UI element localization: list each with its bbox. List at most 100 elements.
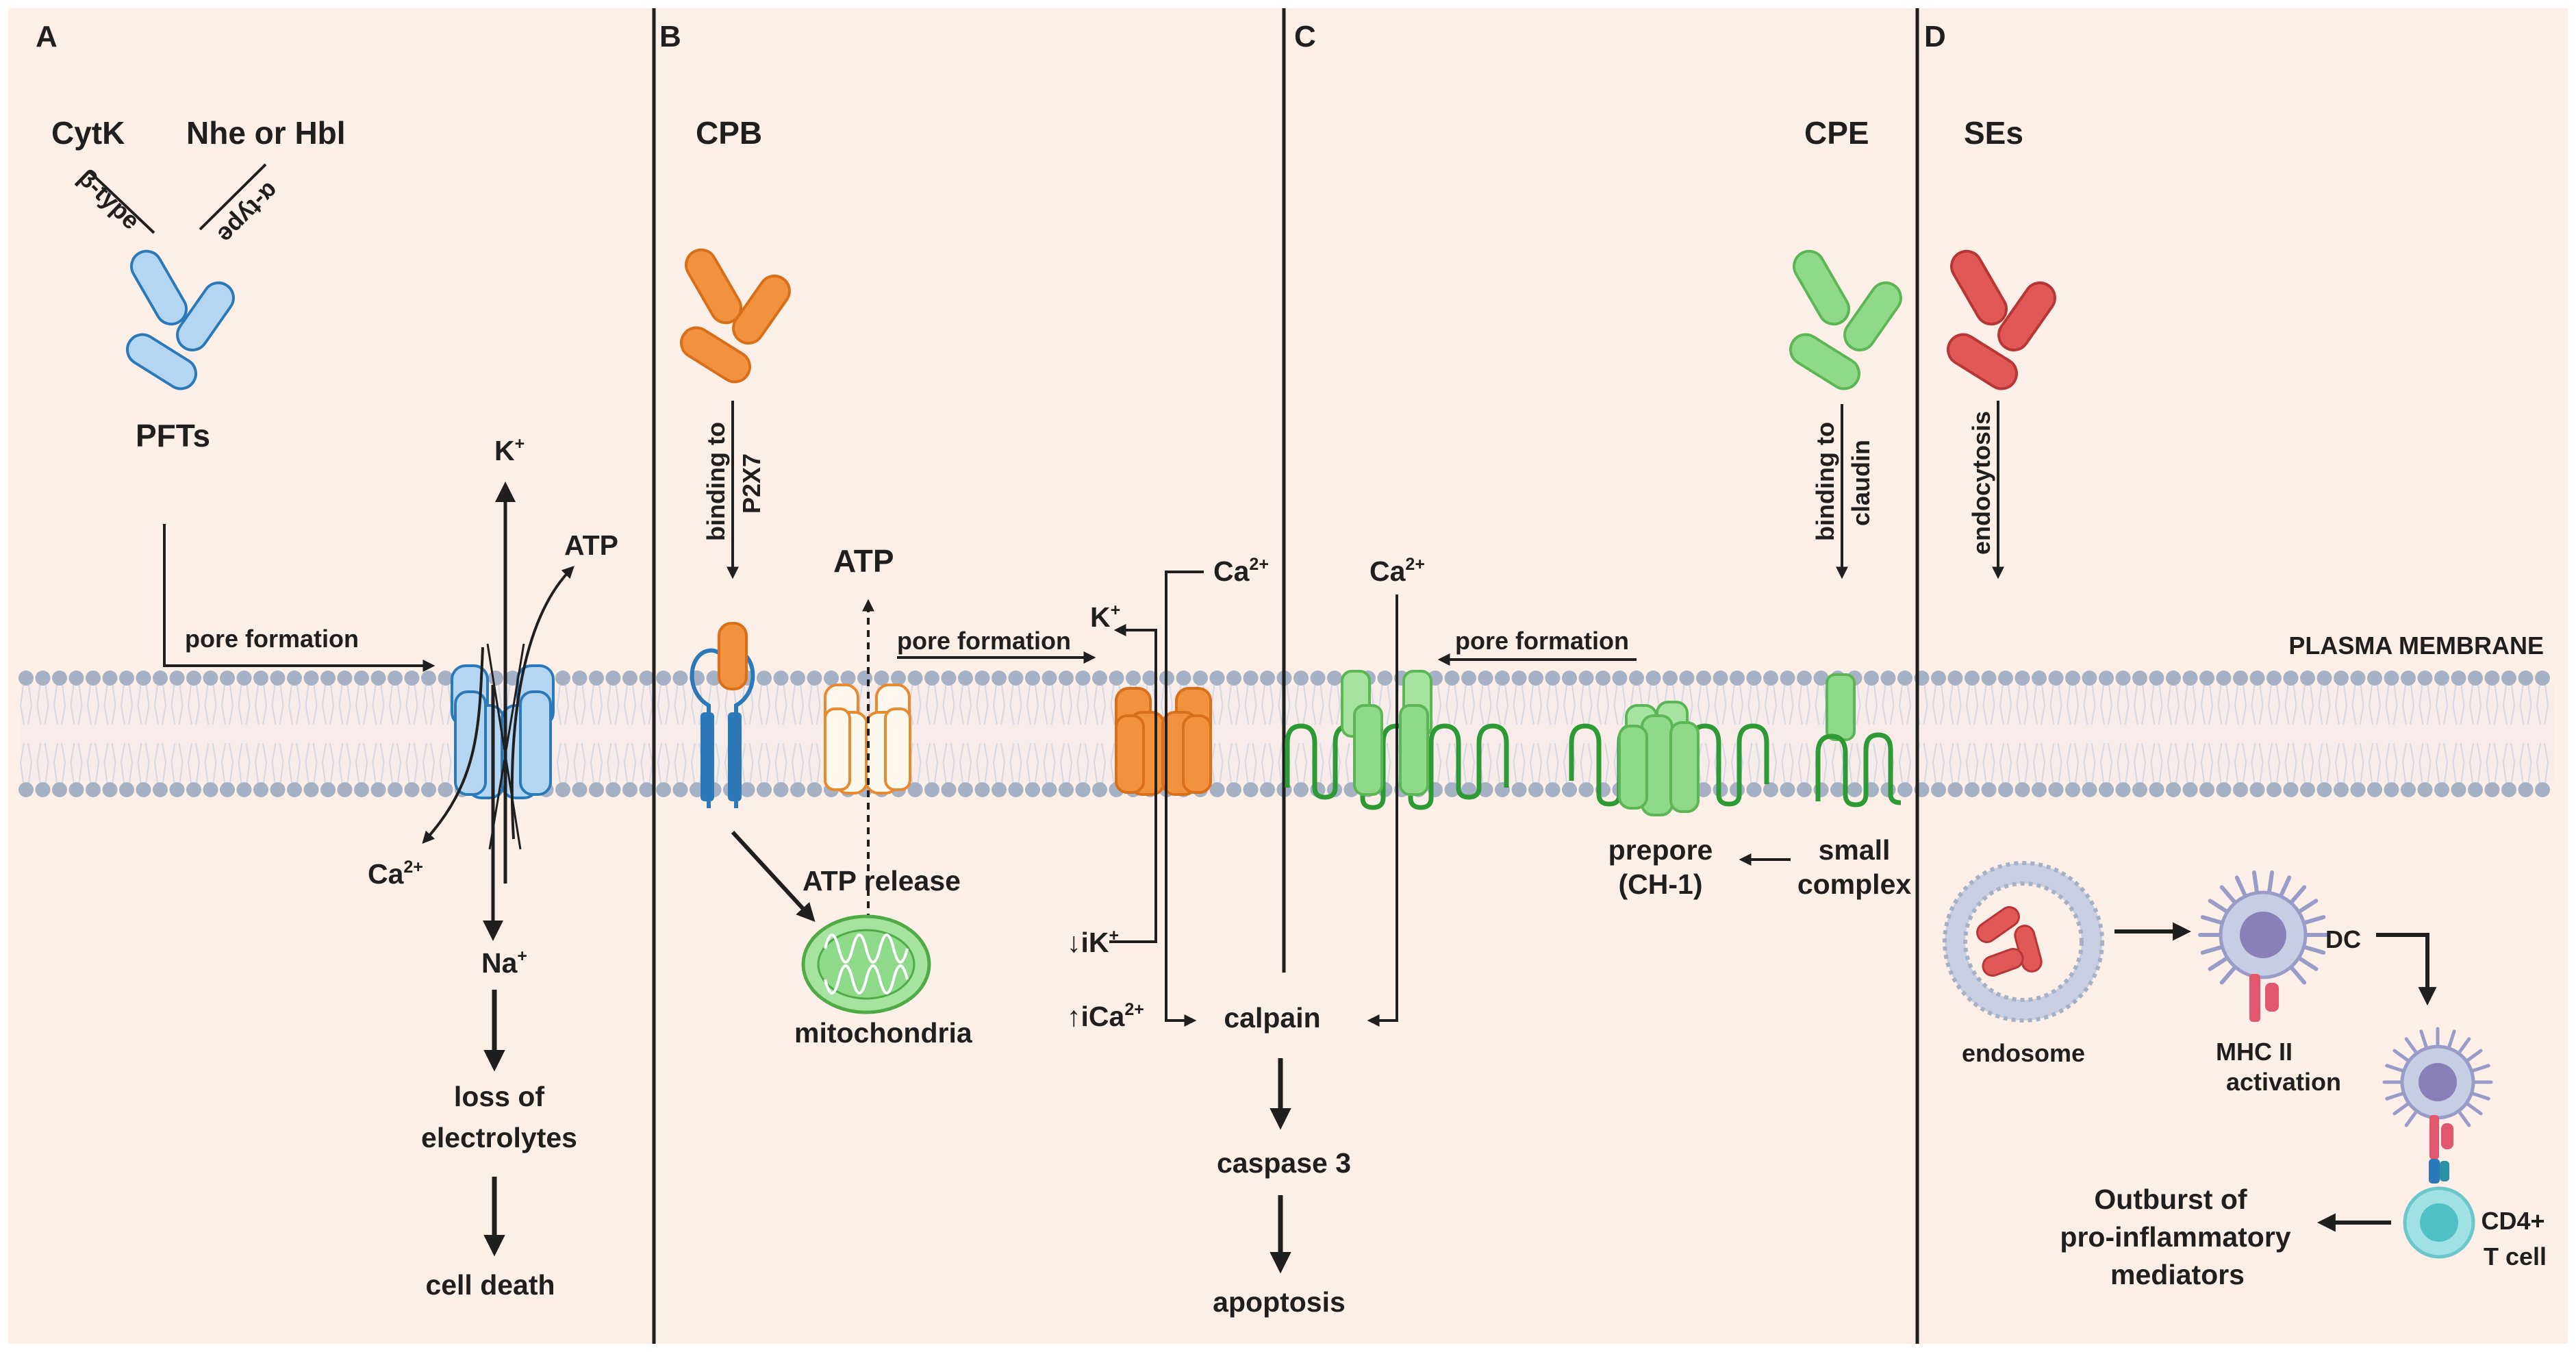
lipid-head — [958, 671, 973, 686]
arrow-to-mitochondria — [731, 830, 816, 922]
lipid-tail — [1596, 684, 1610, 725]
lipid-head — [1293, 671, 1309, 686]
lipid-tail — [1781, 742, 1794, 784]
lipid-tail — [2468, 684, 2482, 725]
lipid-tail — [992, 684, 1006, 725]
lipid-tail — [1580, 742, 1593, 784]
lipid-tail — [153, 742, 167, 784]
lipid-head — [220, 671, 235, 686]
lipid-head — [2032, 782, 2047, 797]
lipid-tail — [187, 742, 201, 784]
lipid-tail — [657, 742, 670, 784]
lipid-head — [1763, 782, 1778, 797]
dc-label: DC — [2325, 925, 2361, 953]
apoptosis-label: apoptosis — [1213, 1286, 1346, 1318]
lipid-tail — [271, 742, 284, 784]
lipid-tail — [2318, 684, 2331, 725]
lipid-head — [2132, 782, 2147, 797]
lipid-head — [354, 671, 369, 686]
lipid-head — [2065, 671, 2080, 686]
cd4-label: CD4+ — [2481, 1207, 2545, 1235]
lipid-tail — [1513, 742, 1526, 784]
lipid-head — [388, 782, 403, 797]
lipid-tail — [1043, 742, 1056, 784]
lipid-tail — [1747, 684, 1760, 725]
lipid-head — [303, 671, 319, 686]
panel-d: D SEs endocytosis PLASMA MEMBRANE endoso… — [1924, 20, 2547, 1290]
lipid-head — [1578, 671, 1594, 686]
binding-to-label-b: binding to — [702, 422, 730, 541]
lipid-head — [236, 671, 252, 686]
lipid-head — [605, 782, 621, 797]
lipid-tail — [1529, 684, 1543, 725]
lipid-tail — [86, 742, 100, 784]
cpb-pore-icon — [1115, 687, 1212, 796]
lipid-head — [840, 671, 856, 686]
lipid-head — [2216, 671, 2232, 686]
lipid-head — [2283, 782, 2299, 797]
lipid-tail — [1714, 684, 1727, 725]
lipid-tail — [1261, 742, 1274, 784]
lipid-tail — [2419, 684, 2432, 725]
lipid-head — [2501, 782, 2516, 797]
activation-label: activation — [2226, 1068, 2341, 1096]
lipid-head — [1041, 782, 1057, 797]
lipid-tail — [1244, 684, 1257, 725]
lipid-head — [941, 671, 957, 686]
lipid-head — [2233, 671, 2248, 686]
lipid-tail — [137, 742, 150, 784]
lipid-tail — [1781, 684, 1794, 725]
lipid-tail — [2318, 742, 2331, 784]
lipid-tail — [2150, 684, 2163, 725]
lipid-tail — [2016, 684, 2029, 725]
lipid-tail — [791, 684, 805, 725]
lipid-head — [2384, 671, 2399, 686]
lipid-head — [1663, 671, 1678, 686]
lipid-head — [1612, 671, 1628, 686]
lipid-head — [1075, 671, 1091, 686]
lipid-tail — [590, 684, 603, 725]
lipid-head — [2182, 671, 2198, 686]
lipid-head — [2166, 782, 2181, 797]
calpain-label: calpain — [1224, 1002, 1320, 1034]
lipid-tail — [2468, 742, 2482, 784]
lipid-tail — [1026, 684, 1039, 725]
lipid-head — [1797, 671, 1812, 686]
lipid-head — [1578, 782, 1594, 797]
lipid-head — [2082, 782, 2097, 797]
lipid-head — [2434, 782, 2449, 797]
lipid-head — [1931, 782, 1946, 797]
lipid-head — [1461, 671, 1476, 686]
lipid-head — [1730, 671, 1745, 686]
lipid-head — [2182, 782, 2198, 797]
lipid-head — [1478, 782, 1493, 797]
lipid-tail — [1529, 742, 1543, 784]
lipid-tail — [1613, 684, 1626, 725]
lipid-tail — [2066, 742, 2080, 784]
lipid-head — [1981, 782, 1997, 797]
lipid-tail — [992, 742, 1006, 784]
lipid-tail — [808, 742, 821, 784]
lipid-tail — [2452, 742, 2465, 784]
lipid-tail — [1747, 742, 1760, 784]
panel-a-letter: A — [36, 20, 58, 53]
lipid-tail — [36, 742, 49, 784]
lipid-head — [1897, 671, 1912, 686]
lipid-tail — [36, 684, 49, 725]
lipid-head — [1545, 671, 1561, 686]
lipid-head — [68, 671, 84, 686]
lipid-head — [589, 782, 604, 797]
lipid-tail — [1043, 684, 1056, 725]
lipid-head — [337, 671, 353, 686]
lipid-tail — [2251, 684, 2264, 725]
lipid-tail — [2099, 684, 2113, 725]
lipid-tail — [690, 684, 704, 725]
lipid-head — [1092, 782, 1107, 797]
lipid-head — [2199, 782, 2214, 797]
lipid-head — [1797, 782, 1812, 797]
lipid-head — [1444, 782, 1460, 797]
lipid-head — [1947, 671, 1963, 686]
lipid-tail — [1999, 684, 2012, 725]
k-ion-label-a: K+ — [494, 434, 525, 466]
